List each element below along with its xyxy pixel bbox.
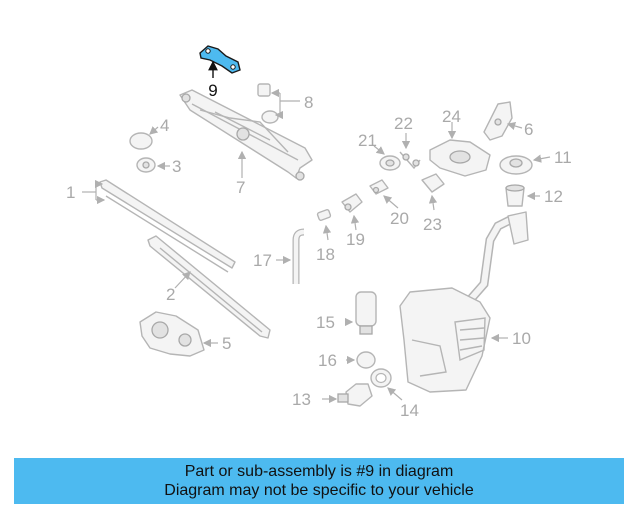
callout-21: 21: [358, 131, 377, 150]
info-banner: Part or sub-assembly is #9 in diagram Di…: [14, 458, 624, 504]
part-23-nozzle[interactable]: [421, 173, 445, 211]
callout-19: 19: [346, 230, 365, 249]
callout-22: 22: [394, 114, 413, 133]
part-16-grommet[interactable]: [346, 351, 376, 369]
part-8-nut[interactable]: [257, 83, 300, 124]
callout-14: 14: [400, 401, 419, 420]
callout-2: 2: [166, 285, 175, 304]
callout-7: 7: [236, 178, 245, 197]
callout-16: 16: [318, 351, 337, 370]
callout-9: 9: [208, 81, 217, 100]
callout-6: 6: [524, 120, 533, 139]
callout-5: 5: [222, 334, 231, 353]
part-10-reservoir[interactable]: [399, 211, 529, 393]
callout-18: 18: [316, 245, 335, 264]
parts-diagram: 9 8 4 3 7 1 21 22 24 6 11 12 20 23 19 18…: [66, 45, 572, 420]
part-11-pump-cover[interactable]: [499, 154, 551, 175]
callout-4: 4: [160, 116, 169, 135]
part-3-nut[interactable]: [136, 157, 170, 173]
callout-11: 11: [554, 148, 572, 167]
part-19-nozzle[interactable]: [341, 193, 363, 231]
callout-15: 15: [316, 313, 335, 332]
callout-8: 8: [304, 93, 313, 112]
part-15-pump[interactable]: [344, 291, 377, 335]
part-5-wiper-motor[interactable]: [139, 311, 218, 357]
part-1-wiper-blade[interactable]: [82, 179, 236, 273]
part-12-cap[interactable]: [505, 184, 540, 207]
part-4-cap[interactable]: [129, 126, 159, 150]
part-17-hose[interactable]: [276, 228, 305, 284]
banner-line-1: Part or sub-assembly is #9 in diagram: [184, 463, 454, 480]
callout-12: 12: [544, 187, 563, 206]
callout-10: 10: [512, 329, 531, 348]
part-14-seal[interactable]: [370, 368, 403, 401]
callout-1: 1: [66, 183, 75, 202]
callout-17: 17: [253, 251, 272, 270]
part-9-bracket[interactable]: [199, 45, 241, 78]
part-21-grommet[interactable]: [373, 145, 401, 171]
part-2-wiper-arm[interactable]: [147, 235, 271, 339]
banner-line-2: Diagram may not be specific to your vehi…: [164, 482, 474, 499]
part-22-clip[interactable]: [399, 133, 421, 170]
part-6-bracket[interactable]: [483, 101, 523, 141]
callout-20: 20: [390, 209, 409, 228]
part-7-wiper-linkage[interactable]: [179, 89, 313, 181]
callout-13: 13: [292, 390, 311, 409]
callout-24: 24: [442, 107, 461, 126]
part-24-cover[interactable]: [429, 122, 491, 177]
part-18-connector[interactable]: [316, 209, 332, 241]
callout-23: 23: [423, 215, 442, 234]
part-20-nozzle[interactable]: [369, 179, 399, 209]
part-13-sensor[interactable]: [322, 383, 373, 407]
callout-3: 3: [172, 157, 181, 176]
